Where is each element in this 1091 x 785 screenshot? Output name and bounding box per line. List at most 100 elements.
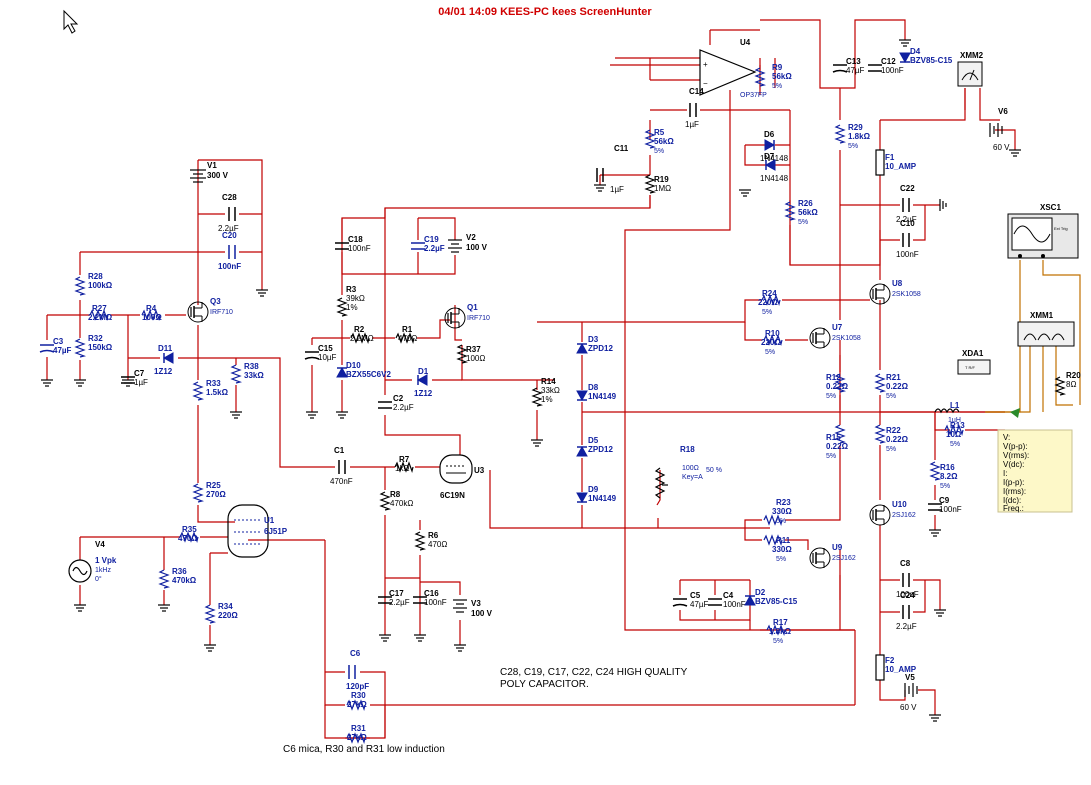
r24-ref: R24 (762, 289, 777, 298)
v5-source[interactable]: V5 60 V (900, 673, 918, 712)
f1-fuse[interactable]: F1 10_AMP (875, 149, 917, 176)
xda1-terminals: T R/F (965, 365, 975, 370)
probe-icon[interactable] (1010, 408, 1020, 418)
r18-potentiometer[interactable]: R18 100Ω Key=A 50 % (654, 445, 722, 499)
l1-inductor[interactable]: L1 1µH (934, 401, 961, 424)
xmm2-multimeter[interactable]: XMM2 (957, 51, 984, 87)
probe-readout[interactable]: V: V(p-p): V(rms): V(dc): I: I(p-p): I(r… (997, 429, 1073, 513)
xda1-analyzer[interactable]: XDA1 T R/F (957, 349, 991, 375)
capacitor-c2[interactable]: C22.2µF (378, 394, 414, 412)
v2-source[interactable]: V2 100 V (448, 233, 488, 253)
u4-opamp[interactable]: + − U4 OP37FP (699, 38, 767, 99)
u1-tube[interactable]: U1 6J51P (227, 504, 288, 558)
xsc1-oscilloscope[interactable]: XSC1 Ext Trig (1007, 203, 1079, 259)
d7-ref: D7 (764, 152, 775, 161)
v6-source[interactable]: V6 60 V (989, 107, 1010, 152)
f2-fuse[interactable]: F2 10_AMP (875, 654, 917, 681)
u3-tube[interactable]: U3 6C19N (439, 454, 485, 500)
v4-signal-source[interactable]: V4 1 Vpk 1kHz 0° (68, 540, 117, 583)
v3-source[interactable]: V3 100 V (453, 599, 493, 618)
resistor-r2[interactable]: R22.2MΩ (350, 325, 374, 345)
v1-source[interactable]: V1 300 V (190, 161, 229, 183)
xmm1-multimeter[interactable]: XMM1 (1017, 311, 1075, 347)
